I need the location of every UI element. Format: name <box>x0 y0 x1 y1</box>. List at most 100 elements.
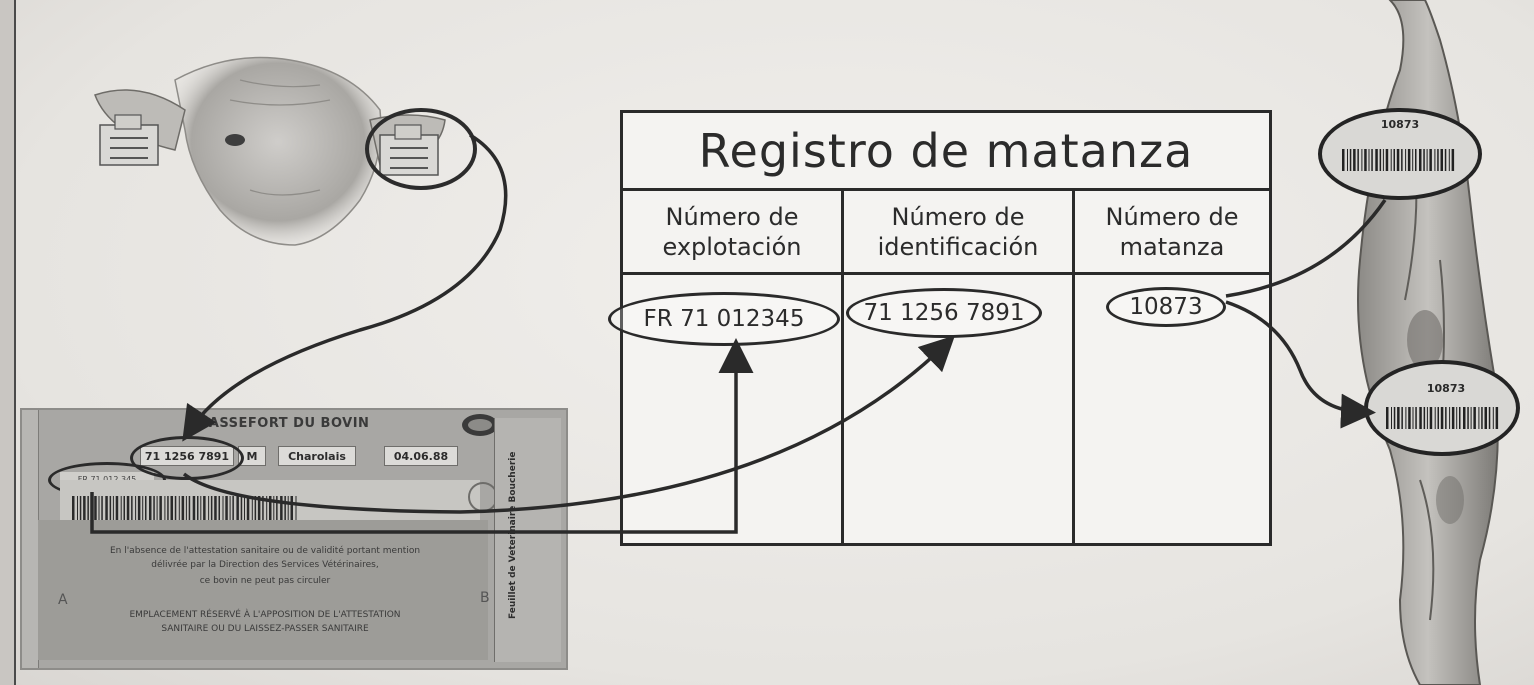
barcode-bar <box>251 496 253 520</box>
barcode-bar <box>284 496 286 520</box>
barcode-bar <box>218 496 220 520</box>
barcode-bar <box>153 496 155 520</box>
barcode-bar <box>115 496 119 520</box>
column-divider <box>841 191 844 543</box>
barcode-bar <box>1449 407 1451 429</box>
barcode-bar <box>192 496 196 520</box>
barcode-bar <box>185 496 187 520</box>
barcode-bar <box>1478 407 1480 429</box>
barcode-bar <box>1382 149 1384 171</box>
barcode-bar <box>280 496 283 520</box>
barcode-bar <box>142 496 144 520</box>
passport-text-line-5: SANITAIRE OU DU LAISSEZ-PASSER SANITAIRE <box>161 624 369 634</box>
arrow-herd-to-explotacion <box>90 338 754 534</box>
barcode-bar <box>1419 149 1422 171</box>
barcode-bar <box>232 496 234 520</box>
carcass-tag-number-bottom: 10873 <box>1426 382 1466 395</box>
barcode-bar <box>1463 407 1466 429</box>
arrow-matanza-to-tag-bottom <box>1225 300 1376 429</box>
barcode-bar <box>1456 407 1458 429</box>
barcode-bar <box>167 496 169 520</box>
barcode-bar <box>1437 149 1439 171</box>
passport-side-panel <box>494 418 561 662</box>
barcode-bar <box>1391 407 1392 429</box>
barcode-bar <box>1379 149 1382 171</box>
barcode-bar <box>1451 407 1455 429</box>
barcode-bar <box>145 496 147 520</box>
barcode-bar <box>126 496 130 520</box>
barcode-bar <box>1401 407 1403 429</box>
barcode-bar <box>87 496 89 520</box>
barcode-bar <box>1429 149 1432 171</box>
passport-lower-panel <box>38 520 488 660</box>
barcode-bar <box>1401 149 1403 171</box>
carcass-barcode-top <box>1342 149 1455 171</box>
barcode-bar <box>246 496 250 520</box>
barcode-bar <box>222 496 224 520</box>
barcode-bar <box>290 496 293 520</box>
barcode-bar <box>1440 149 1443 171</box>
barcode-bar <box>1412 407 1414 429</box>
barcode-bar <box>181 496 185 520</box>
arrow-id-to-identificacion <box>182 335 956 514</box>
barcode-bar <box>203 496 206 520</box>
barcode-bar <box>1407 149 1411 171</box>
passport-text-line-2: délivrée par la Direction des Services V… <box>151 560 379 570</box>
barcode-bar <box>77 496 78 520</box>
barcode-bar <box>94 496 97 520</box>
cell-value-explotacion: FR 71 012345 <box>608 292 840 346</box>
barcode-bar <box>262 496 264 520</box>
barcode-bar <box>1405 149 1407 171</box>
barcode-bar <box>1423 149 1425 171</box>
barcode-bar <box>214 496 217 520</box>
column-divider <box>1072 191 1075 543</box>
barcode-bar <box>1470 407 1472 429</box>
passport-breed: Charolais <box>278 446 356 466</box>
barcode-bar <box>1405 407 1407 429</box>
passport-letter-b: B <box>480 590 490 606</box>
barcode-bar <box>1408 407 1411 429</box>
barcode-bar <box>244 496 245 520</box>
barcode-bar <box>208 496 210 520</box>
barcode-bar <box>1357 149 1359 171</box>
barcode-bar <box>240 496 243 520</box>
barcode-bar <box>295 496 297 520</box>
barcode-bar <box>1396 149 1400 171</box>
barcode-bar <box>1364 149 1367 171</box>
barcode-bar <box>1397 407 1400 429</box>
cell-value-matanza: 10873 <box>1106 287 1226 327</box>
barcode-bar <box>1481 407 1483 429</box>
barcode-bar <box>101 496 103 520</box>
barcode-bar <box>1434 149 1436 171</box>
passport-letter-a: A <box>58 592 68 608</box>
barcode-bar <box>266 496 268 520</box>
barcode-bar <box>1445 407 1447 429</box>
barcode-bar <box>1440 407 1444 429</box>
barcode-bar <box>225 496 228 520</box>
passport-text-line-4: EMPLACEMENT RÉSERVÉ À L'APPOSITION DE L'… <box>129 610 401 620</box>
barcode-bar <box>83 496 86 520</box>
barcode-bar <box>197 496 199 520</box>
barcode-bar <box>135 496 137 520</box>
barcode-bar <box>1473 407 1476 429</box>
barcode-bar <box>276 496 278 520</box>
barcode-bar <box>257 496 261 520</box>
barcode-bar <box>123 496 125 520</box>
barcode-bar <box>1423 407 1426 429</box>
barcode-bar <box>1426 149 1428 171</box>
barcode-bar <box>1390 149 1392 171</box>
barcode-bar <box>236 496 239 520</box>
carcass-barcode-bottom <box>1386 407 1499 429</box>
barcode-bar <box>178 496 180 520</box>
passport-title: PASSEFORT DU BOVIN <box>200 416 370 431</box>
barcode-bar <box>79 496 82 520</box>
barcode-bar <box>1444 149 1447 171</box>
arrow-matanza-to-tag-top <box>1225 199 1387 298</box>
barcode-bar <box>1495 407 1499 429</box>
barcode-bar <box>120 496 122 520</box>
passport-logo-icon <box>462 414 498 436</box>
barcode-bar <box>1437 407 1439 429</box>
barcode-bar <box>229 496 231 520</box>
barcode-bar <box>1353 149 1356 171</box>
barcode-bar <box>1393 407 1396 429</box>
